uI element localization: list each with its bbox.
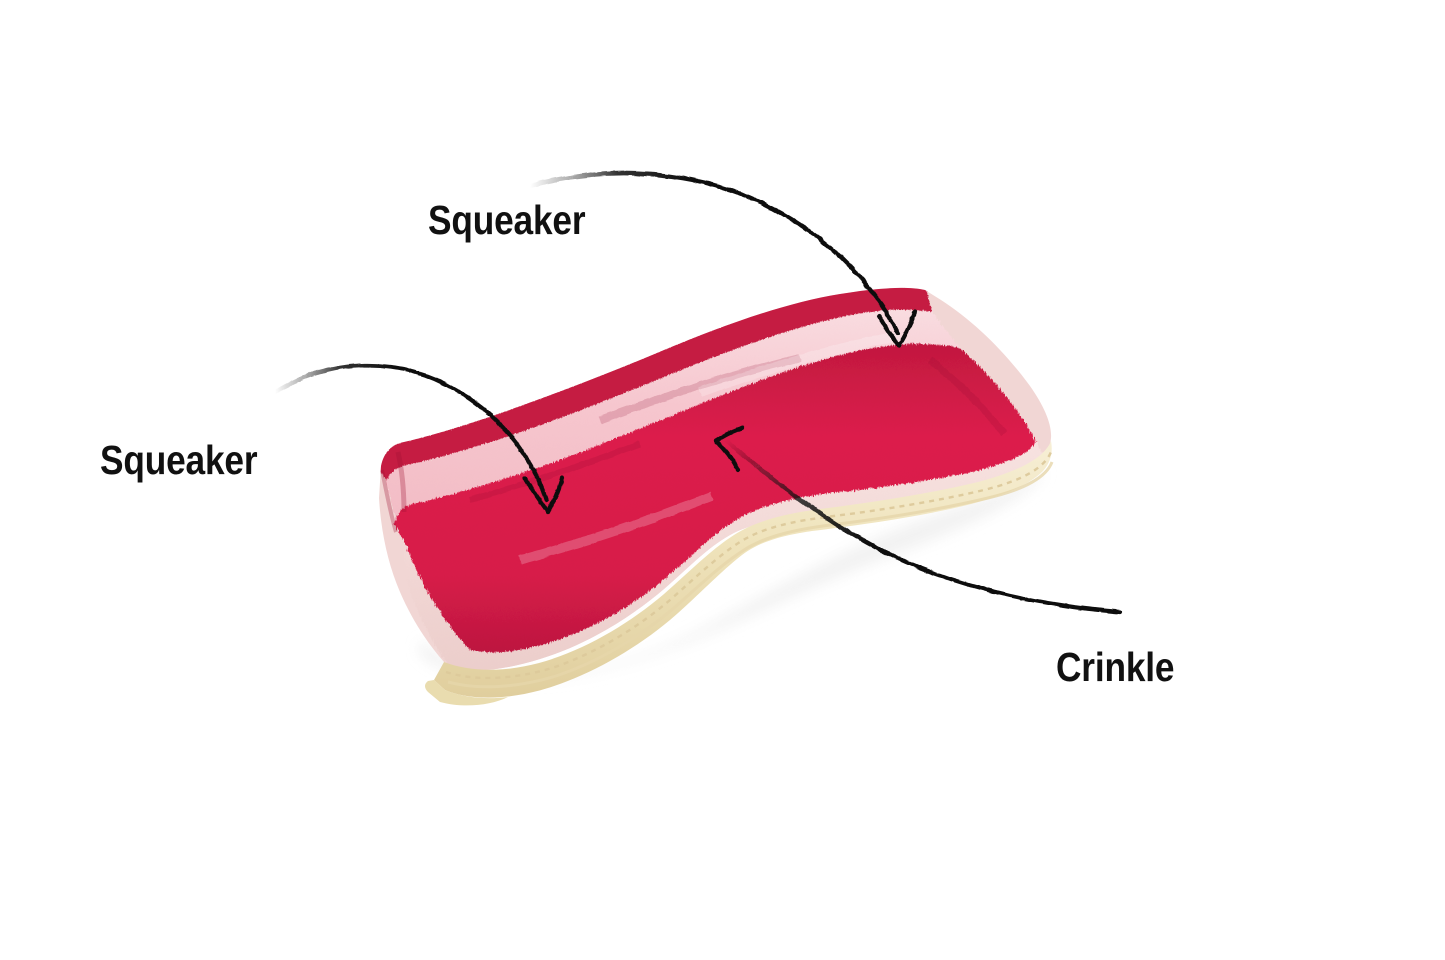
stripe-top-red-edge [379,287,932,482]
left-tip-crease [380,451,407,533]
callout-label-crinkle: Crinkle [1056,644,1175,690]
product-shadow [420,470,1045,680]
arrow-crinkle [713,425,1123,615]
callout-label-squeaker-top: Squeaker [428,197,586,243]
callout-label-squeaker-left: Squeaker [100,437,258,483]
stripe-main-red-meat [394,344,1036,653]
cream-edge-binding [425,441,1054,706]
plush-highlight [518,331,901,565]
arrow-squeaker-top [527,171,918,349]
stripe-upper-pink-fat [386,309,960,523]
arrow-squeaker-left [272,363,565,515]
